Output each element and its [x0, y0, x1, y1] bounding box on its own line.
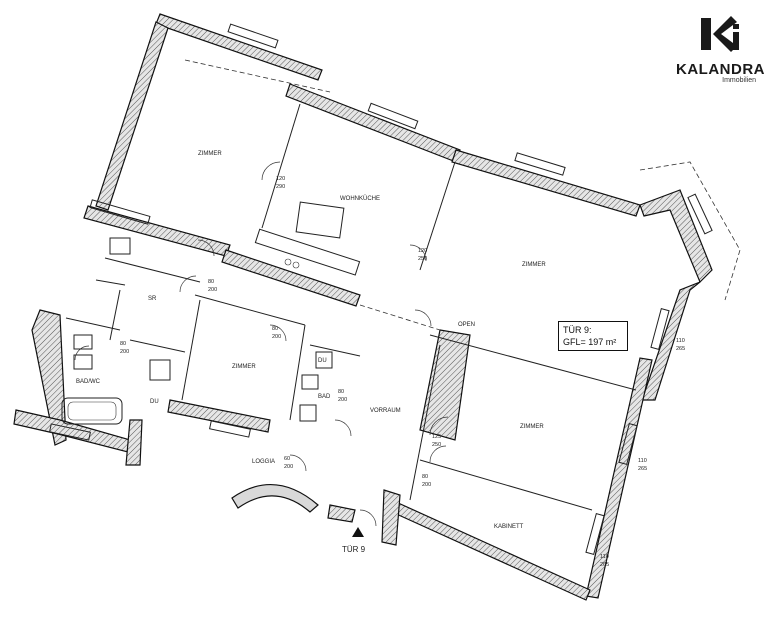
unit-info-box: TÜR 9: GFL= 197 m² — [558, 321, 628, 351]
dim-label: 110 — [676, 338, 685, 344]
exterior-walls — [13, 13, 713, 601]
room-label-zimmer-4: ZIMMER — [520, 424, 544, 430]
doors — [74, 161, 449, 527]
projection-outlines — [184, 59, 741, 331]
interior-walls — [65, 103, 637, 511]
room-label-bad-wc: BAD/WC — [76, 379, 101, 385]
dimension-labels: 120 290 120 250 80 200 80 200 80 200 125… — [120, 176, 685, 568]
dim-label: 265 — [676, 346, 685, 352]
loggia-curve — [231, 483, 319, 513]
unit-info-line1: TÜR 9: — [563, 325, 592, 335]
dim-label: 80 — [422, 474, 428, 480]
dim-label: 250 — [432, 442, 441, 448]
dim-label: 200 — [208, 287, 217, 293]
room-label-sr: SR — [148, 296, 157, 302]
dim-label: 120 — [276, 176, 285, 182]
logo-mark-icon — [701, 16, 739, 52]
dim-label: 110 — [638, 458, 647, 464]
dim-label: 200 — [272, 334, 281, 340]
dim-label: 110 — [600, 554, 609, 560]
dim-label: 265 — [600, 562, 609, 568]
dim-label: 80 — [208, 279, 214, 285]
logo-brand-text: KALANDRA — [676, 61, 765, 78]
dim-label: 80 — [120, 341, 126, 347]
dim-label: 200 — [422, 482, 431, 488]
kalandra-logo: KALANDRA Immobilien — [676, 14, 765, 84]
room-labels: ZIMMER WOHNKÜCHE ZIMMER SR ZIMMER BAD/WC… — [76, 151, 546, 554]
room-label-vorraum: VORRAUM — [370, 408, 401, 414]
dim-label: 125 — [432, 434, 441, 440]
dim-label: 265 — [638, 466, 647, 472]
room-label-du-1: DU — [150, 399, 159, 405]
dim-label: 80 — [272, 326, 278, 332]
room-label-open: OPEN — [458, 322, 475, 328]
dim-label: 120 — [418, 248, 427, 254]
dim-label: 250 — [418, 256, 427, 262]
room-label-du-2: DU — [318, 358, 327, 364]
dim-label: 200 — [284, 464, 293, 470]
room-label-wohnkueche: WOHNKÜCHE — [340, 195, 380, 202]
unit-info-line2: GFL= 197 m² — [563, 337, 617, 347]
dim-label: 200 — [338, 397, 347, 403]
room-label-kabinett: KABINETT — [494, 524, 524, 530]
room-label-bad: BAD — [318, 394, 331, 400]
dim-label: 290 — [276, 184, 285, 190]
room-label-zimmer-2: ZIMMER — [522, 262, 546, 268]
dim-label: 200 — [120, 349, 129, 355]
room-label-zimmer-1: ZIMMER — [198, 151, 222, 157]
logo-sub-text: Immobilien — [722, 77, 756, 84]
dim-label: 80 — [338, 389, 344, 395]
bathroom-fixtures — [61, 237, 333, 425]
windows — [49, 23, 713, 555]
entrance-arrow — [352, 527, 364, 537]
dim-label: 60 — [284, 456, 290, 462]
room-label-loggia: LOGGIA — [252, 459, 275, 465]
entrance-label: TÜR 9 — [342, 545, 366, 554]
room-label-zimmer-3: ZIMMER — [232, 364, 256, 370]
kitchen-fixtures — [254, 201, 361, 276]
